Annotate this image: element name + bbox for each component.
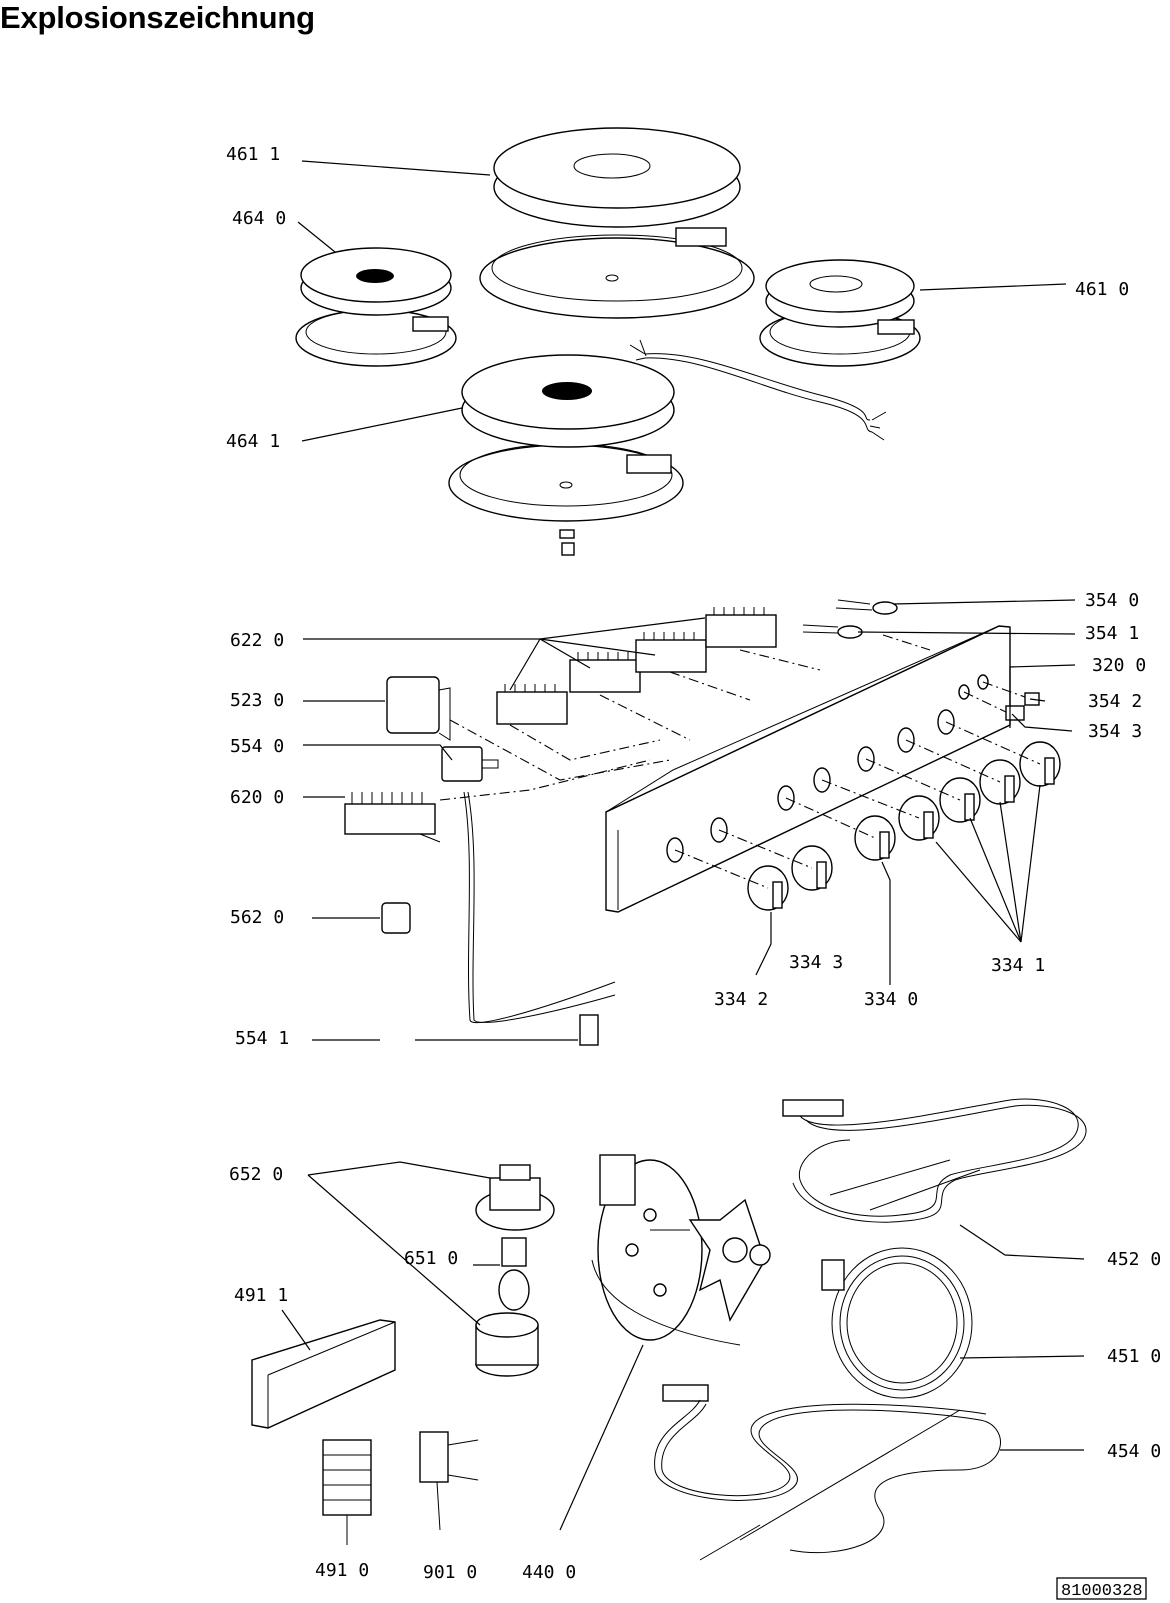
label-461-0: 461 0 [1075,279,1129,300]
cover-plate-491-1 [251,1319,396,1429]
bracket-901-0 [419,1431,479,1531]
control-panel-320-0 [605,625,1011,913]
label-554-0: 554 0 [230,736,284,757]
hotplate-461-1 [479,127,755,319]
hotplate-464-0 [295,247,457,367]
label-334-2: 334 2 [714,989,768,1010]
label-652-0: 652 0 [229,1164,283,1185]
label-334-1: 334 1 [991,955,1045,976]
capillary-sensor-554-1 [463,791,616,1046]
label-354-0: 354 0 [1085,590,1139,611]
regulator-523-0 [386,676,451,741]
label-354-3: 354 3 [1088,721,1142,742]
wiring-harness [629,339,887,441]
label-334-0: 334 0 [864,989,918,1010]
label-620-0: 620 0 [230,787,284,808]
label-440-0: 440 0 [522,1562,576,1583]
label-562-0: 562 0 [230,907,284,928]
label-464-0: 464 0 [232,208,286,229]
leader-lines [281,160,1085,1531]
hotplate-464-1 [448,354,684,522]
bulb-651-0 [498,1237,530,1311]
fan-motor-440-0 [591,1154,741,1346]
label-452-0: 452 0 [1107,1249,1161,1270]
fan-blade [688,1198,771,1322]
label-451-0: 451 0 [1107,1346,1161,1367]
label-651-0: 651 0 [404,1248,458,1269]
document-number-box: 81000328 [1056,1577,1147,1601]
assembly-lines [439,634,1041,889]
selector-switch-620-0 [344,792,441,843]
grill-element-452-0 [782,1098,1087,1223]
label-491-1: 491 1 [234,1285,288,1306]
label-554-1: 554 1 [235,1028,289,1049]
hotplate-461-0 [759,259,921,367]
label-464-1: 464 1 [226,431,280,452]
terminal-block-491-0 [322,1439,372,1545]
lamp-holder-652-0 [475,1164,555,1231]
document-number: 81000328 [1061,1582,1143,1601]
label-454-0: 454 0 [1107,1441,1161,1462]
label-622-0: 622 0 [230,630,284,651]
label-491-0: 491 0 [315,1560,369,1581]
label-354-1: 354 1 [1085,623,1139,644]
label-901-0: 901 0 [423,1562,477,1583]
circular-element-451-0 [821,1247,973,1399]
label-354-2: 354 2 [1088,691,1142,712]
label-461-1: 461 1 [226,144,280,165]
fastener [559,529,575,556]
knob-334-0 [854,815,896,861]
lamp-glass-652-0 [475,1312,539,1377]
page-title: Explosionszeichnung [0,0,315,35]
label-334-3: 334 3 [789,952,843,973]
thermostat-554-0 [441,746,499,782]
small-parts-354 [1005,692,1040,721]
switches-622-0 [496,607,777,725]
label-523-0: 523 0 [230,690,284,711]
part-labels: 461 1 464 0 461 0 464 1 354 0 354 1 622 … [226,144,1161,1583]
clip-562-0 [381,902,411,934]
label-320-0: 320 0 [1092,655,1146,676]
bottom-element-454-0 [654,1384,1001,1561]
